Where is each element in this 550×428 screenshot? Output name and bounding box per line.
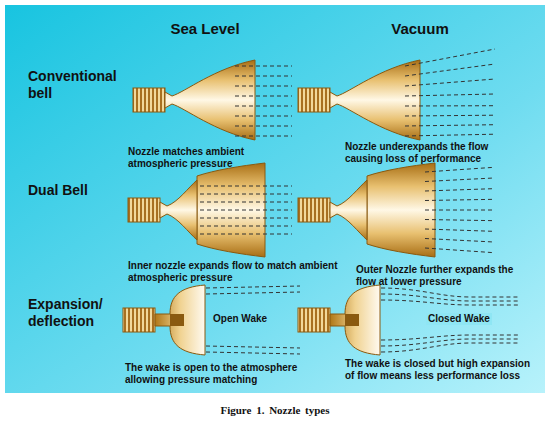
exhaust-line <box>200 234 292 235</box>
exhaust-line <box>235 116 292 117</box>
conventional-nozzle-vacuum <box>298 60 420 140</box>
wake-line <box>206 292 300 294</box>
exhaust-line <box>235 106 292 107</box>
exhaust-line <box>425 239 492 242</box>
exhaust-line <box>405 105 495 106</box>
expansion-deflection-nozzle-sea <box>123 285 205 355</box>
background-panel <box>5 5 545 393</box>
column-heading: Vacuum <box>370 20 470 38</box>
exhaust-line <box>405 134 495 136</box>
exhaust-line <box>425 189 492 191</box>
exhaust-line <box>200 210 292 211</box>
exhaust-line <box>235 126 292 127</box>
exhaust-line <box>405 125 495 126</box>
exhaust-line <box>425 210 492 211</box>
exhaust-line <box>200 202 292 203</box>
row-heading: Dual Bell <box>28 182 128 199</box>
exhaust-line <box>200 218 292 219</box>
nozzle-note: Nozzle matches ambient atmospheric press… <box>128 146 268 170</box>
wake-line <box>381 294 520 301</box>
nozzle-note: Outer Nozzle further expands the flow at… <box>356 264 534 288</box>
row-heading: Conventional bell <box>28 68 128 102</box>
exhaust-line <box>235 136 292 137</box>
wake-line <box>381 300 520 305</box>
exhaust-line <box>425 220 492 221</box>
exhaust-line <box>425 248 492 253</box>
nozzle-note: Inner nozzle expands flow to match ambie… <box>128 260 340 284</box>
wake-label: Open Wake <box>213 313 267 325</box>
wake-line <box>206 346 300 348</box>
wake-line <box>381 343 520 352</box>
wake-line <box>381 339 520 346</box>
dual-bell-nozzle-vacuum <box>298 163 435 257</box>
exhaust-line <box>235 76 292 77</box>
exhaust-flow-lines <box>200 49 520 354</box>
exhaust-line <box>200 226 292 227</box>
exhaust-line <box>235 66 292 67</box>
figure-caption: Figure 1. Nozzle types <box>0 404 550 417</box>
exhaust-line <box>235 96 292 97</box>
wake-line <box>381 335 520 340</box>
conventional-nozzle-sea <box>133 60 255 140</box>
exhaust-line <box>425 167 492 172</box>
wake-label: Closed Wake <box>426 313 492 325</box>
wake-line <box>206 352 300 354</box>
column-heading: Sea Level <box>150 20 260 38</box>
exhaust-line <box>425 229 492 231</box>
nozzle-note: The wake is closed but high expansion of… <box>345 358 541 382</box>
wake-line <box>381 288 520 297</box>
exhaust-line <box>405 49 495 66</box>
exhaust-line <box>235 86 292 87</box>
nozzle-note: Nozzle underexpands the flow causing los… <box>345 141 525 165</box>
exhaust-line <box>425 199 492 200</box>
row-heading: Expansion/ deflection <box>28 296 123 330</box>
exhaust-line <box>200 194 292 195</box>
expansion-deflection-nozzle-vacuum <box>298 285 380 355</box>
exhaust-line <box>200 186 292 187</box>
exhaust-line <box>405 115 495 117</box>
exhaust-line <box>405 94 495 96</box>
nozzle-note: The wake is open to the atmosphere allow… <box>125 362 330 386</box>
exhaust-line <box>405 64 495 76</box>
exhaust-line <box>405 79 495 86</box>
exhaust-line <box>425 178 492 181</box>
wake-line <box>206 286 300 288</box>
